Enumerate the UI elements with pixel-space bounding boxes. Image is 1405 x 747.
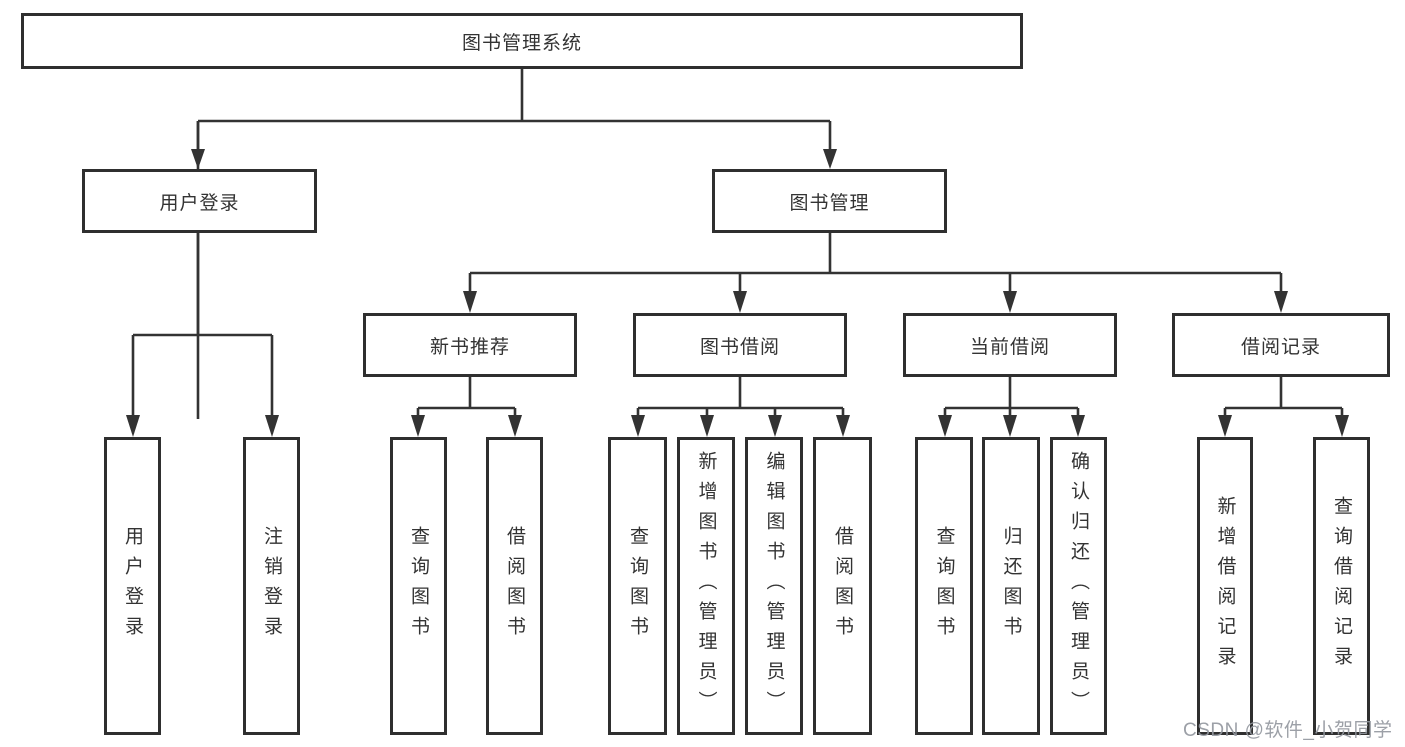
connector-current-borrow-branch (938, 377, 1085, 437)
node-root-system: 图书管理系统 (21, 13, 1023, 69)
leaf-borrow-query: 查询图书 (608, 437, 667, 735)
leaf-borrow-edit-book-label: 编辑图书（管理员） (763, 451, 785, 721)
connector-user-login-branch (126, 233, 279, 437)
node-new-book-recommend-label: 新书推荐 (429, 336, 510, 358)
leaf-current-query-label: 查询图书 (933, 526, 955, 646)
node-book-management-label: 图书管理 (789, 192, 870, 214)
node-user-login-label: 用户登录 (159, 192, 240, 214)
leaf-newbook-borrow: 借阅图书 (486, 437, 543, 735)
node-book-borrow: 图书借阅 (633, 313, 847, 377)
leaf-add-borrow-record: 新增借阅记录 (1197, 437, 1253, 735)
leaf-query-borrow-record-label: 查询借阅记录 (1331, 496, 1352, 676)
leaf-logout-label: 注销登录 (261, 526, 282, 646)
leaf-confirm-return-label: 确认归还（管理员） (1068, 451, 1089, 721)
leaf-borrow-add-book-label: 新增图书（管理员） (695, 451, 717, 721)
leaf-borrow-add-book: 新增图书（管理员） (677, 437, 735, 735)
node-book-borrow-label: 图书借阅 (699, 336, 780, 358)
connector-borrow-records-branch (1218, 377, 1349, 437)
leaf-current-query: 查询图书 (915, 437, 973, 735)
leaf-newbook-query-label: 查询图书 (408, 526, 429, 646)
node-book-management: 图书管理 (712, 169, 947, 233)
connector-new-book-branch (411, 377, 522, 437)
leaf-borrow-edit-book: 编辑图书（管理员） (745, 437, 803, 735)
node-new-book-recommend: 新书推荐 (363, 313, 577, 377)
node-borrow-records-label: 借阅记录 (1240, 336, 1321, 358)
node-root-label: 图书管理系统 (461, 32, 582, 54)
leaf-confirm-return: 确认归还（管理员） (1050, 437, 1107, 735)
csdn-watermark: CSDN @软件_小贺同学 (1183, 720, 1393, 741)
node-current-borrow-label: 当前借阅 (969, 336, 1050, 358)
node-user-login: 用户登录 (82, 169, 317, 233)
leaf-newbook-query: 查询图书 (390, 437, 447, 735)
leaf-borrow-query-label: 查询图书 (627, 526, 648, 646)
leaf-return-book: 归还图书 (982, 437, 1040, 735)
leaf-query-borrow-record: 查询借阅记录 (1313, 437, 1370, 735)
node-borrow-records: 借阅记录 (1172, 313, 1390, 377)
leaf-return-book-label: 归还图书 (1000, 526, 1022, 646)
leaf-borrow-book: 借阅图书 (813, 437, 872, 735)
connector-book-borrow-branch (631, 377, 850, 437)
leaf-user-login: 用户登录 (104, 437, 161, 735)
leaf-borrow-book-label: 借阅图书 (832, 526, 853, 646)
leaf-logout: 注销登录 (243, 437, 300, 735)
leaf-add-borrow-record-label: 新增借阅记录 (1214, 496, 1236, 676)
connector-book-management-branch (463, 233, 1288, 313)
connector-root-to-level2 (191, 69, 837, 419)
node-current-borrow: 当前借阅 (903, 313, 1117, 377)
leaf-user-login-label: 用户登录 (122, 526, 143, 646)
leaf-newbook-borrow-label: 借阅图书 (504, 526, 525, 646)
